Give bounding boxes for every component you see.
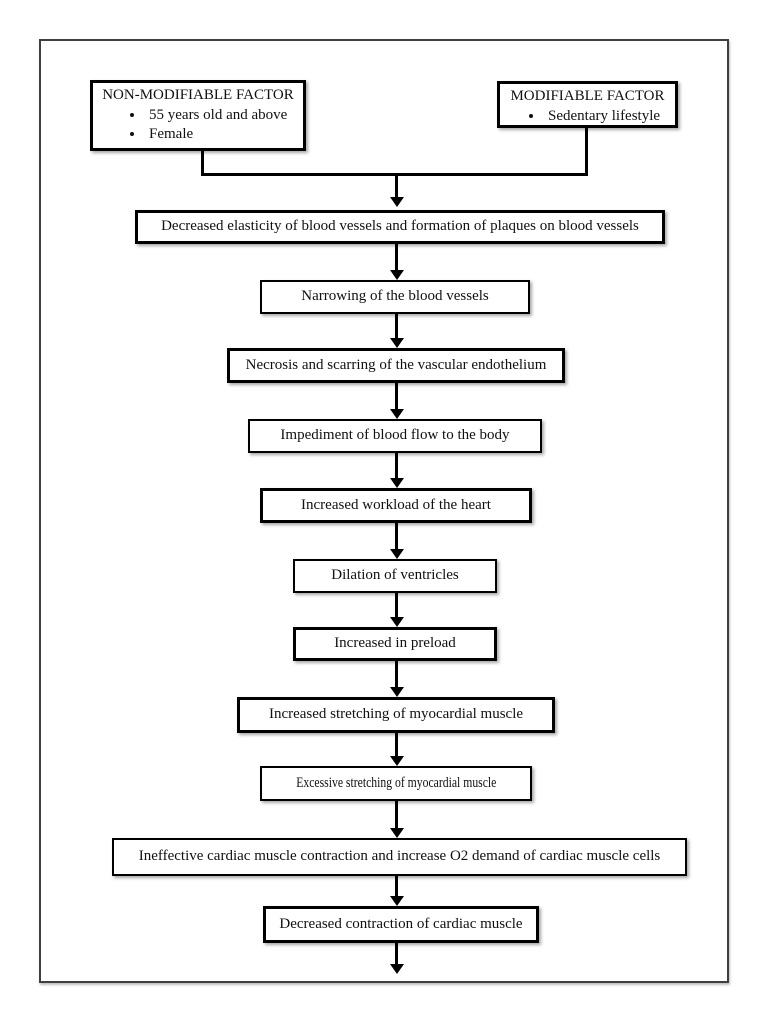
factor-bullet: Sedentary lifestyle — [544, 107, 669, 126]
flow-arrow — [395, 661, 398, 688]
flow-step-label: Decreased contraction of cardiac muscle — [279, 915, 523, 932]
flow-arrow — [395, 733, 398, 757]
flow-step-label: Excessive stretching of myocardial muscl… — [295, 774, 497, 791]
flow-step-6: Dilation of ventricles — [293, 559, 497, 593]
non-modifiable-factor-box: NON-MODIFIABLE FACTOR 55 years old and a… — [90, 80, 306, 151]
flow-arrow — [395, 176, 398, 198]
flow-step-9: Excessive stretching of myocardial muscl… — [260, 766, 532, 801]
flow-arrow — [395, 244, 398, 271]
flow-step-4: Impediment of blood flow to the body — [248, 419, 542, 453]
flow-step-11: Decreased contraction of cardiac muscle — [263, 906, 539, 943]
flow-arrow — [395, 523, 398, 550]
flow-step-label: Impediment of blood flow to the body — [280, 427, 510, 444]
connector-right-vertical — [585, 128, 588, 176]
flow-step-label: Decreased elasticity of blood vessels an… — [161, 218, 639, 235]
factor-bullet: 55 years old and above — [145, 106, 297, 125]
modifiable-factor-box: MODIFIABLE FACTOR Sedentary lifestyle — [497, 81, 678, 128]
flow-step-5: Increased workload of the heart — [260, 488, 532, 523]
flow-step-10: Ineffective cardiac muscle contraction a… — [112, 838, 687, 876]
flow-arrow — [395, 876, 398, 897]
flow-step-label: Dilation of ventricles — [331, 567, 459, 584]
flow-step-label: Necrosis and scarring of the vascular en… — [245, 356, 547, 373]
modifiable-factor-list: Sedentary lifestyle — [506, 107, 669, 126]
flow-arrow — [395, 593, 398, 618]
flow-step-label: Increased workload of the heart — [301, 496, 491, 513]
flow-step-label: Narrowing of the blood vessels — [301, 288, 489, 305]
factor-bullet: Female — [145, 125, 297, 144]
flow-step-3: Necrosis and scarring of the vascular en… — [227, 348, 565, 383]
flow-arrow-final — [395, 943, 398, 965]
flow-step-8: Increased stretching of myocardial muscl… — [237, 697, 555, 733]
flow-arrow — [395, 453, 398, 479]
flow-step-label: Increased in preload — [334, 635, 456, 652]
connector-horizontal — [201, 173, 588, 176]
flow-arrow — [395, 383, 398, 410]
flow-arrow — [395, 801, 398, 829]
non-modifiable-factor-list: 55 years old and above Female — [99, 106, 297, 144]
flow-step-label: Increased stretching of myocardial muscl… — [268, 706, 524, 723]
modifiable-factor-title: MODIFIABLE FACTOR — [510, 88, 665, 104]
flow-arrow — [395, 314, 398, 339]
flow-step-7: Increased in preload — [293, 627, 497, 661]
non-modifiable-factor-title: NON-MODIFIABLE FACTOR — [102, 87, 294, 103]
flow-step-label: Ineffective cardiac muscle contraction a… — [138, 848, 661, 865]
flow-step-2: Narrowing of the blood vessels — [260, 280, 530, 314]
connector-left-vertical — [201, 151, 204, 176]
flow-step-1: Decreased elasticity of blood vessels an… — [135, 210, 665, 244]
